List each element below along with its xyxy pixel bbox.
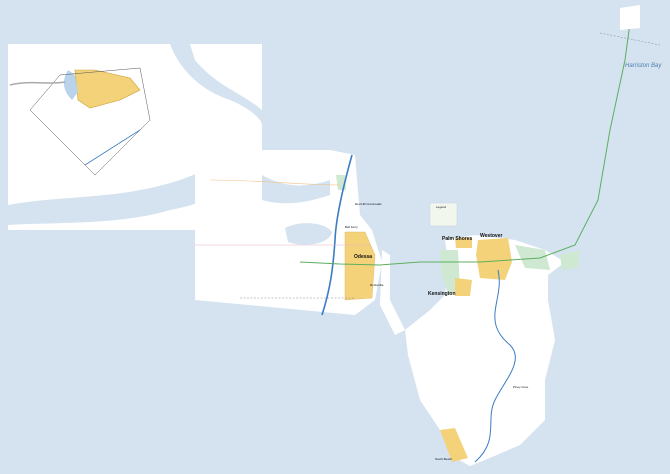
legend-title: Legend [436, 205, 446, 209]
label-harriston-bay: Harriston Bay [625, 63, 662, 69]
north-land [620, 5, 640, 30]
label-palm-shores: Palm Shores [442, 236, 473, 242]
label-westover: Westover [480, 233, 502, 239]
label-south-beach: South Beach [435, 457, 453, 461]
highway-route [299, 7, 633, 266]
label-bell-ferry: Bell Ferry [345, 225, 358, 229]
mainland [195, 150, 382, 316]
label-red-hill: Red Hill Crossroads [355, 202, 382, 206]
legend: Legend [429, 202, 458, 227]
barrier-island [380, 250, 405, 335]
label-odessa: Odessa [354, 254, 372, 260]
label-rocksville: Rocksville [370, 283, 384, 287]
label-piney-cove: Piney Cove [513, 385, 529, 389]
interstate-route [321, 154, 353, 316]
label-kensington: Kensington [428, 291, 456, 297]
island [405, 235, 580, 466]
